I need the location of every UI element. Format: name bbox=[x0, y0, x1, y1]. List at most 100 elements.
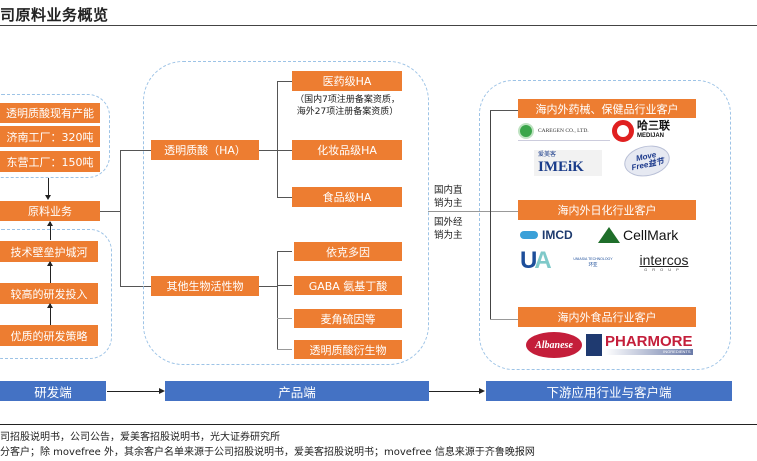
channel-line: 销为主 bbox=[434, 230, 463, 241]
stage-product: 产品端 bbox=[165, 381, 429, 401]
intercos-logo: intercos GROUP bbox=[624, 251, 704, 273]
pharma-ha-box: 医药级HA bbox=[292, 71, 402, 91]
pharmore-name: PHARMORE bbox=[605, 333, 693, 350]
connector bbox=[107, 391, 159, 392]
connector bbox=[490, 110, 491, 320]
pharmore-sub: INGREDIENTS bbox=[605, 349, 693, 355]
connector bbox=[50, 222, 51, 240]
connector bbox=[277, 81, 292, 82]
uniasia-name: UNIASIA TECHNOLOGY bbox=[573, 256, 613, 261]
connector bbox=[120, 286, 151, 287]
rd-strategy-box: 优质的研发策略 bbox=[0, 325, 98, 346]
caregen-logo: CAREGEN CO., LTD. bbox=[518, 121, 610, 141]
raw-material-box: 原料业务 bbox=[0, 201, 100, 221]
medijan-logo: 哈三联 MEDIJAN bbox=[612, 119, 682, 143]
ha-box: 透明质酸（HA） bbox=[151, 140, 259, 160]
connector bbox=[259, 150, 278, 151]
connector bbox=[50, 304, 51, 325]
note-line: 海外27项注册备案资质） bbox=[296, 107, 399, 117]
footer-source: 司招股说明书，公司公告，爱美客招股说明书，光大证券研究所 bbox=[0, 432, 280, 443]
pharma-ha-note: （国内7项注册备案资质， 海外27项注册备案资质） bbox=[285, 94, 410, 118]
arrow-up-icon bbox=[47, 303, 53, 308]
ergothioneine-box: 麦角硫因等 bbox=[294, 309, 402, 328]
connector bbox=[277, 251, 292, 252]
medijan-en: MEDIJAN bbox=[637, 133, 665, 139]
cellmark-name: CellMark bbox=[623, 227, 679, 243]
cosmetic-ha-box: 化妆品级HA bbox=[292, 140, 402, 160]
footer-note: 分客户；除 movefree 外，其余客户名单来源于公司招股说明书，爱美客招股说… bbox=[0, 447, 535, 458]
channel-line: 国内直 bbox=[434, 185, 463, 196]
food-ha-box: 食品级HA bbox=[292, 187, 402, 207]
imeik-logo: 爱美客 IMEiK bbox=[534, 150, 602, 176]
caregen-name: CAREGEN CO., LTD. bbox=[538, 127, 589, 134]
customers-group bbox=[479, 80, 731, 370]
ectoine-box: 依克多因 bbox=[294, 242, 402, 261]
arrow-up-icon bbox=[47, 261, 53, 266]
imcd-logo: IMCD bbox=[520, 226, 582, 244]
connector bbox=[277, 251, 278, 350]
capacity-dongying-box: 东营工厂：150吨 bbox=[0, 151, 100, 172]
caregen-icon bbox=[518, 122, 534, 139]
pharma-customers-box: 海内外药械、保健品行业客户 bbox=[518, 99, 696, 118]
connector bbox=[120, 150, 121, 287]
medijan-icon bbox=[612, 120, 634, 142]
albanese-logo: Albanese bbox=[526, 332, 582, 358]
albanese-name: Albanese bbox=[535, 339, 573, 351]
capacity-jinan-box: 济南工厂：320吨 bbox=[0, 126, 100, 147]
cellmark-logo: CellMark bbox=[598, 225, 692, 245]
daily-customers-box: 海内外日化行业客户 bbox=[518, 200, 696, 220]
channel-line: 销为主 bbox=[434, 198, 463, 209]
imeik-cn: 爱美客 bbox=[538, 151, 557, 158]
imcd-icon bbox=[520, 231, 538, 239]
ha-derivatives-box: 透明质酸衍生物 bbox=[294, 340, 402, 359]
stage-downstream: 下游应用行业与客户端 bbox=[486, 381, 732, 401]
footer-divider bbox=[0, 424, 757, 425]
ua-icon: U bbox=[520, 247, 537, 274]
arrow-right-icon bbox=[479, 388, 485, 394]
food-customers-box: 海内外食品行业客户 bbox=[518, 307, 696, 327]
arrow-right-icon bbox=[159, 388, 165, 394]
channel-line: 国外经 bbox=[434, 217, 463, 228]
connector bbox=[120, 150, 151, 151]
products-group bbox=[143, 61, 429, 365]
connector bbox=[48, 178, 49, 196]
title-divider bbox=[0, 25, 757, 26]
other-bioactive-box: 其他生物活性物 bbox=[151, 276, 259, 296]
rd-investment-box: 较高的研发投入 bbox=[0, 283, 98, 304]
capacity-title-box: 透明质酸现有产能 bbox=[0, 103, 100, 123]
uniasia-logo: UNIASIA TECHNOLOGY 环亚 bbox=[568, 255, 618, 269]
page-title: 司原料业务概览 bbox=[0, 6, 109, 24]
connector bbox=[277, 318, 292, 319]
connector bbox=[277, 197, 292, 198]
intercos-name: intercos bbox=[639, 251, 689, 268]
imcd-name: IMCD bbox=[542, 228, 573, 242]
pharmore-logo: PHARMORE INGREDIENTS bbox=[586, 333, 698, 357]
connector bbox=[429, 391, 479, 392]
connector bbox=[277, 81, 278, 198]
imeik-en: IMEiK bbox=[538, 158, 584, 175]
uniasia-cn: 环亚 bbox=[588, 261, 598, 267]
arrow-up-icon bbox=[47, 221, 53, 226]
connector bbox=[490, 319, 518, 320]
arrow-down-icon bbox=[45, 195, 51, 200]
rd-moat-box: 技术壁垒护城河 bbox=[0, 241, 98, 262]
connector bbox=[259, 286, 278, 287]
connector bbox=[50, 262, 51, 283]
connector bbox=[428, 211, 518, 212]
connector bbox=[277, 285, 292, 286]
stage-research: 研发端 bbox=[0, 381, 106, 401]
domestic-channel-label: 国内直 销为主 bbox=[434, 184, 463, 210]
connector bbox=[100, 211, 121, 212]
connector bbox=[277, 349, 292, 350]
cellmark-icon bbox=[598, 227, 620, 243]
gaba-box: GABA 氨基丁酸 bbox=[294, 276, 402, 295]
rd-group bbox=[0, 229, 112, 359]
overseas-channel-label: 国外经 销为主 bbox=[434, 216, 463, 242]
pharmore-icon bbox=[586, 334, 602, 356]
intercos-group: GROUP bbox=[644, 266, 684, 272]
note-line: （国内7项注册备案资质， bbox=[295, 95, 400, 105]
connector bbox=[490, 110, 518, 111]
medijan-cn: 哈三联 bbox=[637, 120, 670, 132]
